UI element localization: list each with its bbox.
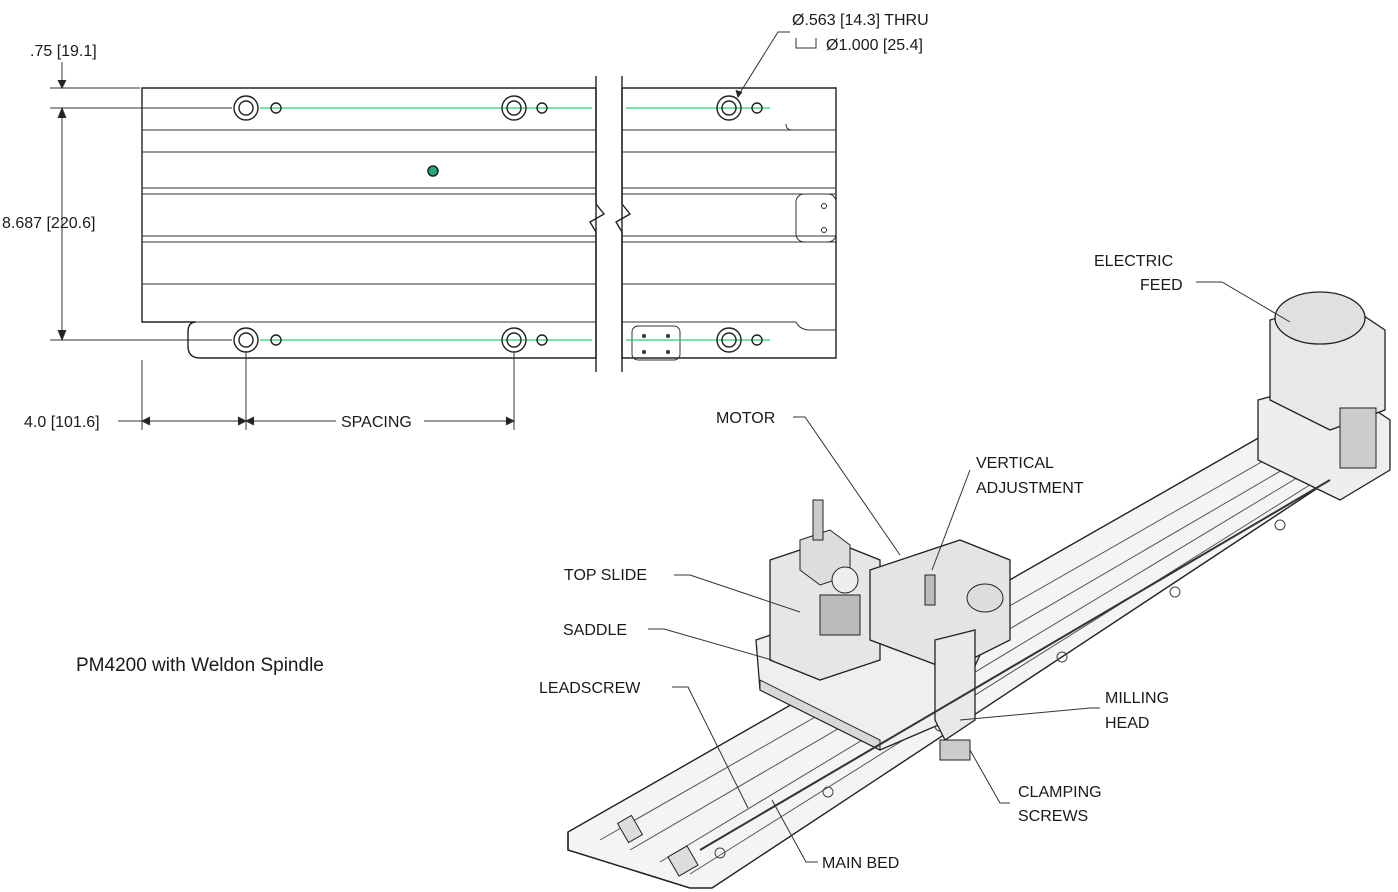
callout-top-slide: TOP SLIDE <box>564 567 647 584</box>
callout-clamping-line1: CLAMPING <box>1018 784 1102 801</box>
dim-height: 8.687 [220.6] <box>2 215 95 232</box>
end-slot <box>795 193 837 243</box>
callout-vertical-line1: VERTICAL <box>976 455 1054 472</box>
callout-electric-feed-line1: ELECTRIC <box>1094 253 1173 270</box>
dim-hole-thru: Ø.563 [14.3] THRU <box>792 12 929 29</box>
rail-lines-right <box>622 123 836 331</box>
callout-vertical-line2: ADJUSTMENT <box>976 480 1084 497</box>
figure-caption: PM4200 with Weldon Spindle <box>76 655 324 676</box>
machine-isometric <box>567 291 1391 889</box>
rail-lines-left <box>142 129 596 323</box>
milling-head-illustration <box>869 539 1011 761</box>
callouts <box>648 281 1291 863</box>
break-lines <box>589 76 632 372</box>
callout-milling-line1: MILLING <box>1105 690 1169 707</box>
electric-feed-illustration <box>1257 291 1391 501</box>
callout-motor: MOTOR <box>716 410 775 427</box>
callout-main-bed: MAIN BED <box>822 855 899 872</box>
leadscrew-illustration <box>699 479 1331 851</box>
dim-hole-counterbore: Ø1.000 [25.4] <box>826 37 923 54</box>
dim-left-offset: 4.0 [101.6] <box>24 414 100 431</box>
top-slide-illustration <box>769 499 881 681</box>
callout-milling-line2: HEAD <box>1105 715 1149 732</box>
callout-electric-feed-line2: FEED <box>1140 277 1183 294</box>
dim-spacing: SPACING <box>341 414 412 431</box>
center-hole <box>427 165 439 177</box>
mount-plate <box>631 325 681 361</box>
bed-left-section <box>141 87 597 359</box>
mounting-holes-top <box>233 95 763 121</box>
dimension-lines <box>50 31 817 430</box>
bed-plan-drawing: .75 [19.1] 8.687 [220.6] 4.0 [101.6] SPA… <box>2 12 929 431</box>
callout-leadscrew: LEADSCREW <box>539 680 641 697</box>
bed-right-section <box>621 87 837 359</box>
dim-top-offset: .75 [19.1] <box>30 43 97 60</box>
callout-clamping-line2: SCREWS <box>1018 808 1088 825</box>
callout-saddle: SADDLE <box>563 622 627 639</box>
